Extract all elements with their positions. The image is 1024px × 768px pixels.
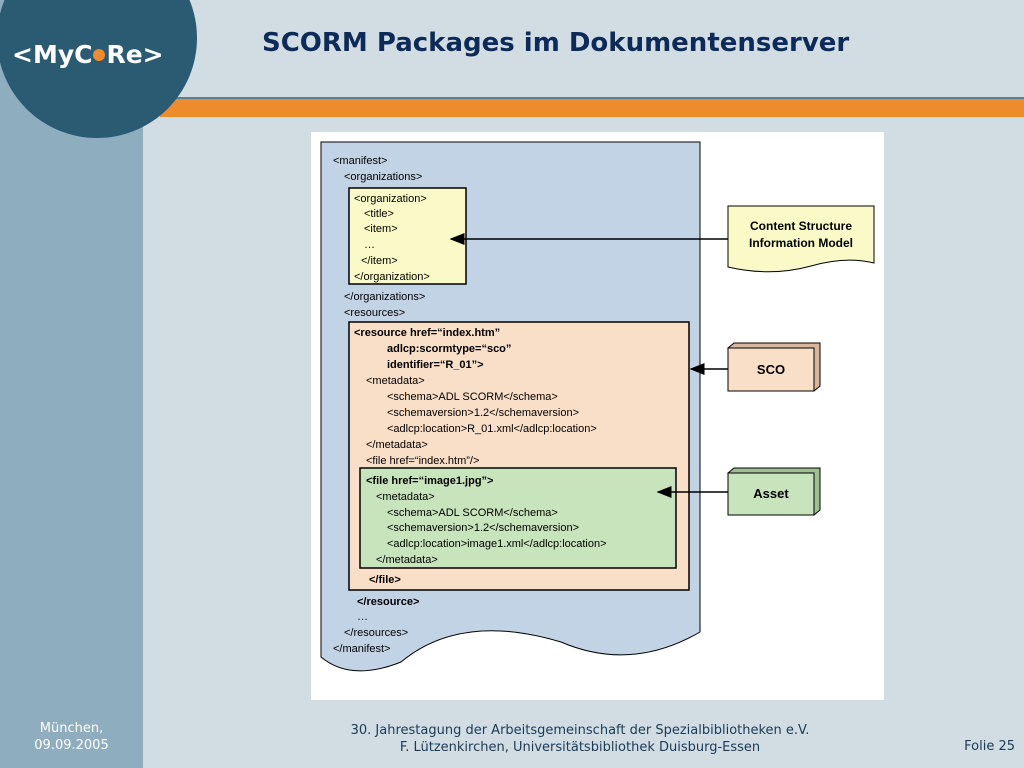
resource-meta-line: </metadata> bbox=[366, 439, 428, 451]
logo-dot bbox=[93, 49, 106, 61]
org-line: </item> bbox=[361, 255, 398, 267]
resource-meta-line: <schema>ADL SCORM</schema> bbox=[387, 391, 558, 403]
resource-meta-line: <schemaversion>1.2</schemaversion> bbox=[387, 407, 579, 419]
resources-ellipsis: … bbox=[357, 611, 368, 623]
file-close-tag: </file> bbox=[369, 574, 401, 586]
resource-head-line: identifier=“R_01”> bbox=[387, 359, 484, 371]
resource-meta-line: <adlcp:location>R_01.xml</adlcp:location… bbox=[387, 423, 597, 435]
manifest-close-tag: </manifest> bbox=[333, 643, 390, 655]
scorm-diagram: <manifest> <organizations> <organization… bbox=[320, 141, 875, 672]
footer-event-line1: 30. Jahrestagung der Arbeitsgemeinschaft… bbox=[350, 723, 810, 738]
resources-close-tag: </resources> bbox=[344, 627, 408, 639]
csim-label-line1: Content Structure bbox=[750, 219, 852, 233]
file-meta-line: <metadata> bbox=[376, 491, 435, 503]
org-line: … bbox=[364, 239, 375, 251]
asset-box bbox=[727, 472, 815, 516]
org-line: </organization> bbox=[354, 271, 430, 283]
logo-text-left: <MyC bbox=[12, 40, 93, 69]
file-meta-line: <adlcp:location>image1.xml</adlcp:locati… bbox=[387, 538, 607, 550]
footer-event-line2: F. Lützenkirchen, Universitätsbibliothek… bbox=[399, 740, 761, 755]
footer-date: München, 09.09.2005 bbox=[0, 720, 143, 754]
csim-label-line2: Information Model bbox=[749, 236, 853, 250]
org-line: <title> bbox=[364, 208, 394, 220]
slide-title: SCORM Packages im Dokumentenserver bbox=[262, 28, 850, 58]
file-meta-line: <schemaversion>1.2</schemaversion> bbox=[387, 522, 579, 534]
orange-bar bbox=[160, 99, 1024, 117]
csim-note bbox=[727, 205, 875, 273]
resource-head-line: adlcp:scormtype=“sco” bbox=[387, 343, 511, 355]
org-line: <item> bbox=[364, 223, 398, 235]
sco-label: SCO bbox=[757, 362, 785, 377]
resource-meta-line: <file href=“index.htm”/> bbox=[366, 455, 479, 467]
file-meta-line: </metadata> bbox=[376, 554, 438, 566]
mycore-logo: <MyC Re> bbox=[12, 40, 182, 69]
header-divider bbox=[160, 97, 1024, 99]
slide-number: Folie 25 bbox=[964, 739, 1015, 754]
footer-event: 30. Jahrestagung der Arbeitsgemeinschaft… bbox=[260, 722, 900, 756]
file-meta-line: <schema>ADL SCORM</schema> bbox=[387, 507, 558, 519]
file-box bbox=[359, 467, 677, 569]
resource-meta-line: <metadata> bbox=[366, 375, 425, 387]
asset-label: Asset bbox=[753, 486, 789, 501]
resource-close-tag: </resource> bbox=[357, 596, 419, 608]
manifest-open-tag: <manifest> bbox=[333, 155, 387, 167]
logo-text-right: Re> bbox=[106, 40, 164, 69]
organizations-close-tag: </organizations> bbox=[344, 291, 425, 303]
diagram-area: <manifest> <organizations> <organization… bbox=[311, 132, 884, 700]
organization-box bbox=[348, 187, 467, 285]
sco-box bbox=[727, 347, 815, 392]
organizations-open-tag: <organizations> bbox=[344, 171, 422, 183]
resources-open-tag: <resources> bbox=[344, 307, 405, 319]
footer-location: München, bbox=[39, 721, 104, 736]
resource-head-line: <resource href=“index.htm” bbox=[354, 327, 500, 339]
org-line: <organization> bbox=[354, 193, 427, 205]
file-head: <file href=“image1.jpg”> bbox=[366, 475, 493, 487]
footer-date-value: 09.09.2005 bbox=[34, 738, 109, 753]
